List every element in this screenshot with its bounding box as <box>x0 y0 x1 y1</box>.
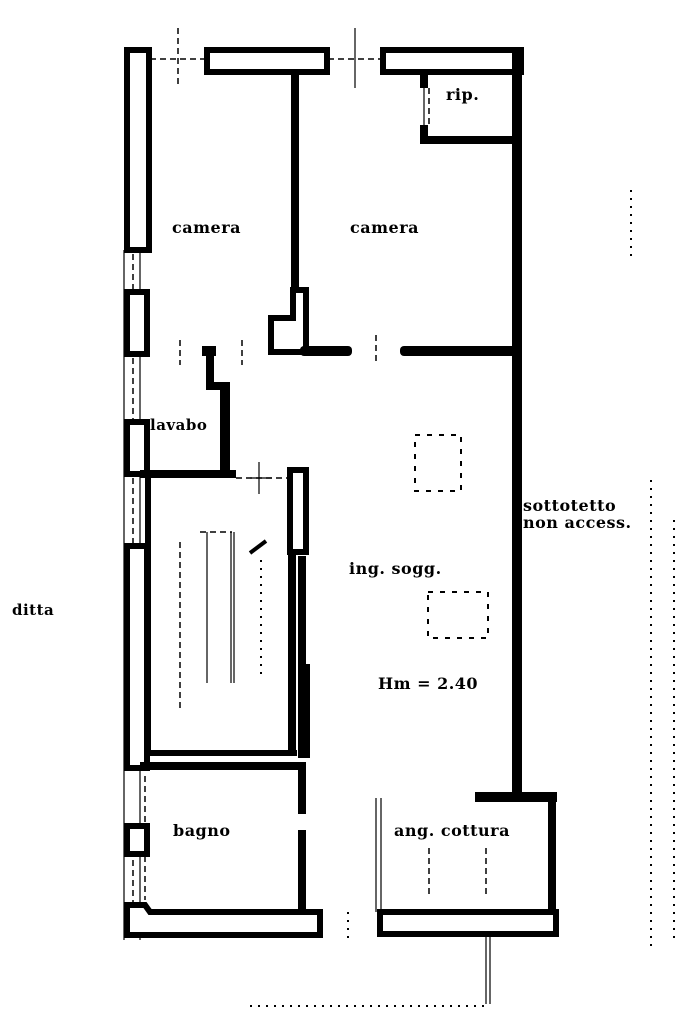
room-label-bagno: bagno <box>173 821 231 840</box>
neighbor-label: ditta <box>12 601 55 619</box>
attic-label-line2: non access. <box>523 512 632 532</box>
attic-boundary <box>630 190 675 950</box>
room-label-angolo-cottura: ang. cottura <box>394 821 510 840</box>
room-label-lavabo: lavabo <box>150 416 208 434</box>
ripostiglio-walls <box>420 70 516 144</box>
room-label-camera-left: camera <box>172 218 242 237</box>
bagno-walls <box>124 762 323 938</box>
height-annotation: Hm = 2.40 <box>378 674 479 693</box>
soggiorno-fixtures <box>414 434 489 639</box>
camera-partition <box>179 70 518 365</box>
cottura-walls <box>347 792 559 1004</box>
attic-label-line1: sottotetto <box>523 496 617 515</box>
room-label-camera-right: camera <box>350 218 420 237</box>
room-label-ripostiglio: rip. <box>446 85 480 104</box>
lavabo-walls <box>140 346 290 494</box>
left-wall <box>123 250 150 940</box>
top-wall <box>124 28 524 253</box>
attic-label: sottotetto non access. <box>523 496 632 532</box>
stair-room-walls <box>145 467 310 758</box>
right-wall <box>512 50 522 795</box>
room-label-soggiorno: ing. sogg. <box>349 559 442 578</box>
